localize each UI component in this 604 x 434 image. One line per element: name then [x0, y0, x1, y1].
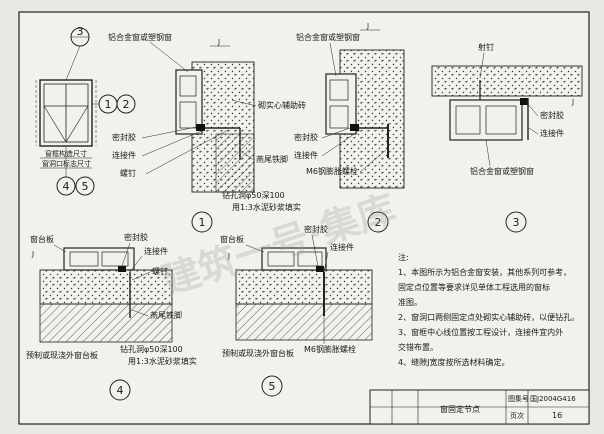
d4-label-mortar: 用1:3水泥砂浆填实	[128, 356, 197, 366]
elev-callout-3: 3	[77, 25, 84, 38]
d4-label-precast: 预制或现浇外窗台板	[26, 350, 98, 360]
d4-label-nail: 螺钉	[152, 266, 168, 276]
d4-label-iron-foot: 燕尾铁脚	[150, 310, 182, 320]
d3-label-window: 铝合金窗或塑钢窗	[470, 166, 534, 176]
d3-dim-j: J	[571, 98, 574, 106]
detail-3: J 射钉 密封胶 连接件 铝合金窗或塑钢窗 3	[431, 42, 583, 233]
d3-label-connector: 连接件	[540, 128, 564, 138]
d5-label-bolt: M6钢膨胀螺栓	[304, 344, 356, 354]
title-block: 窗固定节点 图集号 国J2004G416 页次 16	[369, 389, 590, 425]
d1-dim-j: J	[217, 38, 220, 46]
d3-label-nail: 射钉	[478, 42, 494, 52]
drawing-title: 窗固定节点	[440, 404, 480, 414]
d5-dim-j: J	[227, 252, 230, 260]
d5-number: 5	[269, 380, 276, 393]
detail-5: J 窗台板 密封胶 连接件 预制或现浇外窗台板 M6钢膨胀螺栓 5	[220, 224, 373, 397]
d1-label-masonry: 砌实心辅助砖	[258, 100, 306, 110]
page-label: 页次	[510, 411, 524, 420]
elev-dim-frame: 窗框构造尺寸	[45, 149, 87, 158]
d4-label-sill: 窗台板	[30, 234, 54, 244]
d3-label-sealant: 密封胶	[540, 110, 564, 120]
atlas-label: 图集号	[508, 394, 529, 403]
note-line-7: 4、缝隙J宽度按所选材料确定。	[398, 357, 509, 367]
note-line-3: 准图。	[398, 297, 422, 307]
d4-label-connector: 连接件	[144, 246, 168, 256]
d5-label-sealant: 密封胶	[304, 224, 328, 234]
elev-callout-1: 1	[105, 98, 112, 111]
d1-label-window: 铝合金窗或塑钢窗	[108, 32, 172, 42]
d4-number: 4	[117, 384, 124, 397]
detail-4: J 窗台板 密封胶 连接件 螺钉 燕尾铁脚 预制或现浇外窗台板 钻孔洞φ50深1…	[26, 232, 197, 401]
d1-label-sealant: 密封胶	[112, 132, 136, 142]
elev-callout-5: 5	[82, 180, 89, 193]
d5-label-connector: 连接件	[330, 242, 354, 252]
d1-label-nail: 螺钉	[120, 168, 136, 178]
note-line-2: 固定点位置等要求详见单体工程选用的窗标	[398, 282, 550, 292]
d2-label-connector: 连接件	[294, 150, 318, 160]
page-no: 16	[552, 411, 562, 420]
elev-dim-opening: 窗洞口标志尺寸	[42, 159, 91, 168]
d1-label-iron-foot: 燕尾铁脚	[256, 154, 288, 164]
d2-label-bolt: M6钢膨胀螺栓	[306, 166, 358, 176]
d1-label-drill: 钻孔洞φ50深100	[222, 190, 285, 200]
d4-label-sealant: 密封胶	[124, 232, 148, 242]
window-elevation: 3 1 2 4 5 窗框构造尺寸 窗洞口标志尺寸	[35, 25, 136, 196]
note-line-1: 1、本图所示为铝合金窗安装，其他系列可参考，	[398, 267, 571, 277]
d3-number: 3	[513, 216, 520, 229]
atlas-no: 国J2004G416	[530, 395, 576, 403]
d2-label-window: 铝合金窗或塑钢窗	[296, 32, 360, 42]
d2-number: 2	[375, 216, 382, 229]
d2-dim-j: J	[366, 22, 369, 30]
d4-label-drill: 钻孔洞φ50深100	[120, 344, 183, 354]
elev-callout-4: 4	[63, 180, 70, 193]
note-line-6: 交错布置。	[398, 342, 438, 352]
notes-block: 注: 1、本图所示为铝合金窗安装，其他系列可参考， 固定点位置等要求详见单体工程…	[398, 252, 579, 367]
notes-heading: 注:	[398, 252, 409, 262]
elev-callout-2: 2	[123, 98, 130, 111]
d1-label-mortar: 用1:3水泥砂浆填实	[232, 202, 301, 212]
d4-dim-j: J	[31, 250, 34, 258]
note-line-4: 2、窗洞口两侧固定点处砌实心辅助砖，以便钻孔。	[398, 312, 579, 322]
d1-number: 1	[199, 216, 206, 229]
d1-label-connector: 连接件	[112, 150, 136, 160]
d5-label-precast: 预制或现浇外窗台板	[222, 348, 294, 358]
note-line-5: 3、窗框中心线位置按工程设计，连接件宜内外	[398, 327, 563, 337]
detail-1: J 铝合金窗或塑钢窗 砌实心辅助砖 密封胶 连接件 螺钉 燕尾铁脚 钻孔洞φ50…	[108, 32, 306, 233]
d5-label-sill: 窗台板	[220, 234, 244, 244]
detail-2: J 铝合金窗或塑钢窗 密封胶 连接件 M6钢膨胀螺栓 2	[294, 22, 405, 233]
d2-label-sealant: 密封胶	[294, 132, 318, 142]
